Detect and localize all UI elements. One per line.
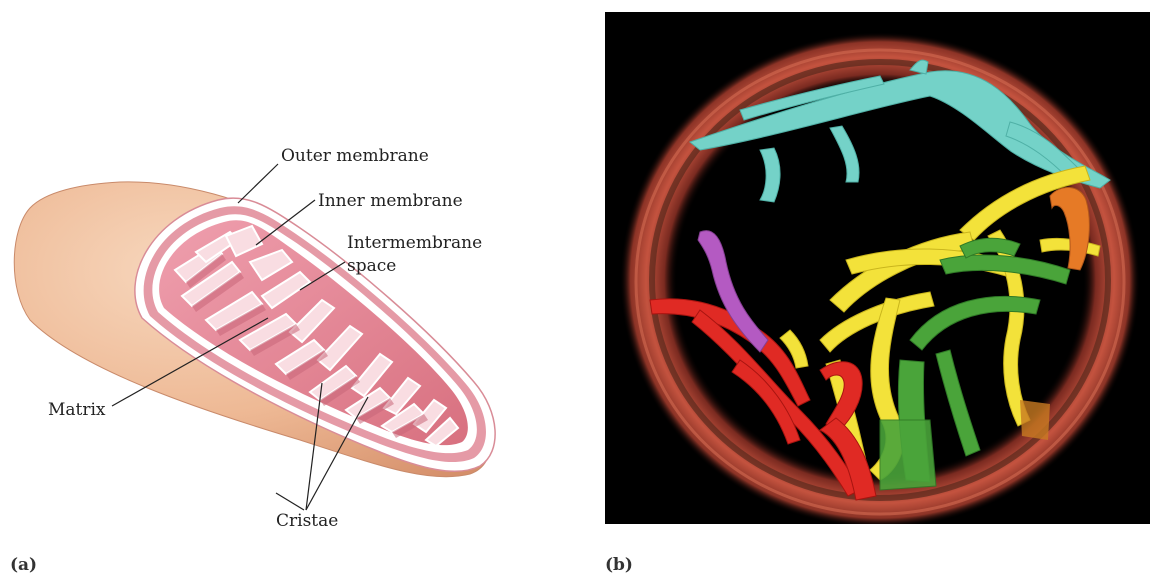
- panel-a-letter: (a): [10, 555, 37, 575]
- leader-cristae-3: [276, 493, 304, 510]
- mitochondrion-illustration: [14, 182, 495, 477]
- label-intermembrane-line1: Intermembrane: [347, 233, 482, 253]
- label-inner-membrane: Inner membrane: [318, 191, 463, 211]
- label-outer-membrane: Outer membrane: [281, 146, 429, 166]
- panel-b-letter: (b): [605, 555, 633, 575]
- leader-outer-membrane: [238, 164, 278, 203]
- tomography-image: [605, 12, 1150, 528]
- label-cristae: Cristae: [276, 511, 338, 531]
- crista-orange-lower: [1020, 400, 1050, 440]
- label-matrix: Matrix: [48, 400, 106, 420]
- label-intermembrane-line2: space: [347, 256, 396, 276]
